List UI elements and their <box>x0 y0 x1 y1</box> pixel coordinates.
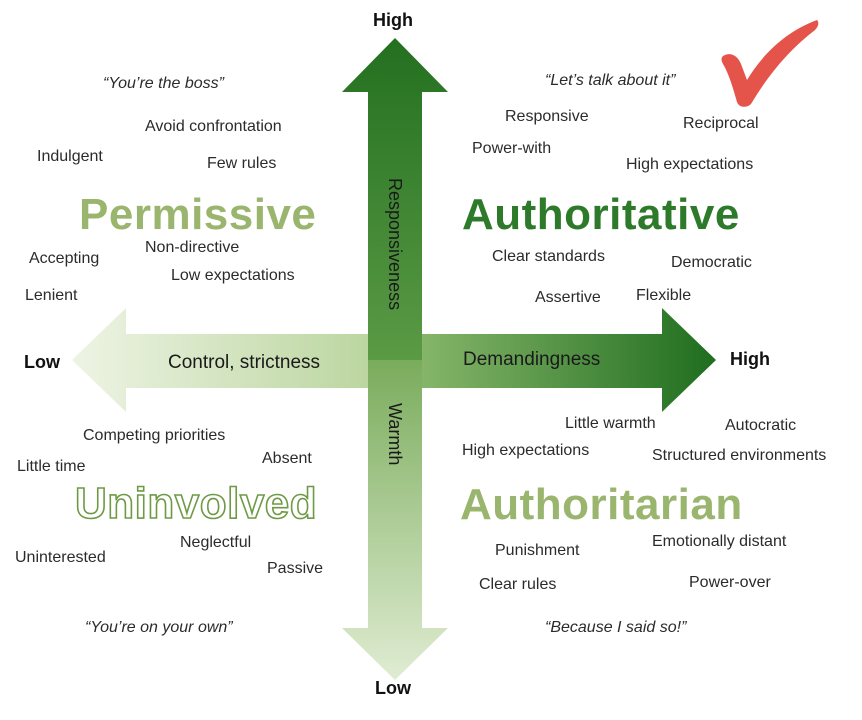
permissive-trait: Indulgent <box>37 148 103 165</box>
authoritative-trait: Reciprocal <box>683 115 759 132</box>
uninvolved-trait: Little time <box>17 458 86 475</box>
authoritarian-trait: Emotionally distant <box>652 533 787 550</box>
authoritarian-trait: Clear rules <box>479 576 557 593</box>
permissive-trait: Lenient <box>25 287 78 304</box>
uninvolved-trait: Uninterested <box>15 549 106 566</box>
arrow-left <box>72 308 395 412</box>
authoritative-trait: Clear standards <box>492 248 605 265</box>
authoritarian-title: Authoritarian <box>460 480 743 529</box>
arrow-down <box>342 360 448 680</box>
authoritarian-trait: Structured environments <box>652 447 827 464</box>
authoritarian-trait: Punishment <box>495 542 580 559</box>
permissive-trait: Accepting <box>29 250 100 267</box>
uninvolved-trait: Neglectful <box>180 534 252 551</box>
control-strictness-label: Control, strictness <box>168 352 321 373</box>
uninvolved-title: Uninvolved <box>74 479 318 528</box>
uninvolved-quote: “You’re on your own” <box>85 619 233 636</box>
warmth-label: Warmth <box>385 403 405 466</box>
permissive-quote: “You’re the boss” <box>103 75 224 92</box>
authoritarian-trait: Power-over <box>689 574 771 591</box>
permissive-trait: Avoid confrontation <box>145 118 282 135</box>
authoritative-trait: Flexible <box>636 287 692 304</box>
arrow-up <box>342 38 448 360</box>
permissive-trait: Non-directive <box>145 239 240 256</box>
authoritative-quote: “Let’s talk about it” <box>545 72 676 89</box>
authoritative-trait: Assertive <box>535 289 601 306</box>
uninvolved-trait: Passive <box>267 560 324 577</box>
authoritarian-trait: High expectations <box>462 442 590 459</box>
axis-top-label: High <box>373 10 413 30</box>
authoritative-trait: Power-with <box>472 140 552 157</box>
arrow-right <box>395 308 716 412</box>
demandingness-label: Demandingness <box>463 349 601 370</box>
authoritarian-quote: “Because I said so!” <box>545 619 687 636</box>
authoritative-trait: Democratic <box>671 254 752 271</box>
authoritarian-trait: Autocratic <box>725 417 797 434</box>
permissive-title: Permissive <box>79 190 317 239</box>
authoritarian-trait: Little warmth <box>565 415 656 432</box>
permissive-trait: Few rules <box>207 155 277 172</box>
responsiveness-label: Responsiveness <box>385 178 405 311</box>
axis-bottom-label: Low <box>375 678 411 698</box>
axis-right-label: High <box>730 349 770 369</box>
authoritative-title: Authoritative <box>462 190 740 239</box>
uninvolved-trait: Absent <box>262 450 312 467</box>
checkmark-icon <box>721 20 819 107</box>
authoritative-trait: Responsive <box>505 108 589 125</box>
permissive-trait: Low expectations <box>171 267 295 284</box>
authoritative-trait: High expectations <box>626 156 754 173</box>
uninvolved-trait: Competing priorities <box>83 427 226 444</box>
axis-left-label: Low <box>24 352 60 372</box>
